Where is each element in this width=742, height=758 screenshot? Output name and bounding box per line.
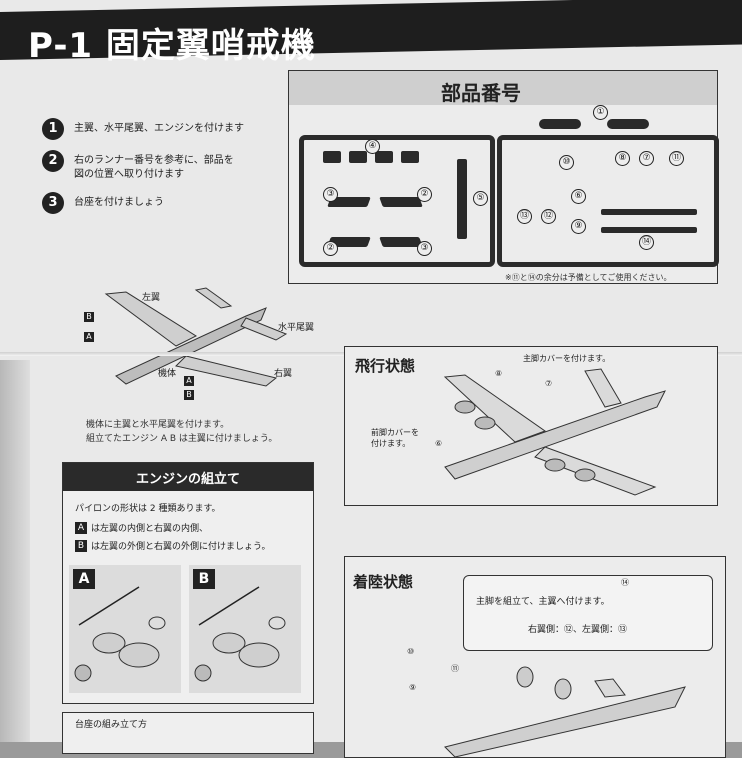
part-piece	[375, 151, 393, 163]
engine-line-b-text: は左翼の外側と右翼の外側に付けましょう。	[91, 542, 271, 552]
engine-line-b: B は左翼の外側と右翼の外側に付けましょう。	[75, 539, 270, 552]
part-label-2: ②	[417, 187, 432, 202]
part-label-14: ⑭	[639, 235, 654, 250]
engine-intro: パイロンの形状は 2 種類あります。	[75, 504, 221, 514]
step-3: 3 台座を付けましょう	[42, 192, 292, 214]
num-11: ⑪	[451, 664, 459, 673]
part-piece	[457, 159, 467, 239]
nose-gear-cover-note: 前脚カバーを 付けます。	[371, 428, 419, 448]
part-piece	[323, 151, 341, 163]
parts-title: 部品番号	[441, 81, 521, 105]
num-7: ⑦	[545, 379, 553, 388]
tag-b-right: B	[184, 390, 194, 400]
part-piece	[539, 119, 581, 129]
part-label-3: ③	[323, 187, 338, 202]
plane-assembly-diagram	[104, 287, 288, 387]
runner-left-frame	[299, 135, 495, 267]
part-label-10: ⑩	[559, 155, 574, 170]
runner-right-frame	[497, 135, 719, 267]
flight-plane-diagram	[443, 368, 666, 496]
tag-b: B	[75, 539, 87, 552]
label-right-wing: 右翼	[274, 369, 293, 379]
engine-line-a: A は左翼の内側と右翼の内側、	[75, 521, 208, 534]
parts-header	[289, 71, 717, 105]
num-6: ⑥	[435, 439, 443, 448]
callout-sides: 右翼側：⑫、左翼側：⑬	[528, 625, 628, 635]
panel-tag-b: B	[193, 569, 215, 589]
callout-text: 主脚を組立て、主翼へ付けます。	[476, 597, 610, 607]
tag-b: B	[84, 312, 94, 322]
parts-number-box: 部品番号 ④ ③ ② ② ③ ⑤ ① ⑩ ⑧ ⑦ ⑪ ⑥ ⑬ ⑫ ⑨ ⑭	[288, 70, 719, 284]
assembly-note: 機体に主翼と水平尾翼を付けます。 組立てたエンジン A B は主翼に付けましょう…	[86, 420, 278, 444]
landing-plane-diagram	[444, 666, 686, 757]
step-text: 台座を付けましょう	[74, 197, 164, 208]
label-left-wing: 左翼	[142, 293, 161, 303]
part-label-7: ⑦	[639, 151, 654, 166]
engine-diagram-b	[194, 586, 286, 682]
num-9: ⑨	[409, 683, 417, 692]
part-piece	[379, 237, 423, 247]
part-piece	[401, 151, 419, 163]
part-piece	[601, 209, 697, 215]
part-label-3b: ③	[417, 241, 432, 256]
part-label-13: ⑬	[517, 209, 532, 224]
page-title: P-1 固定翼哨戒機	[28, 26, 316, 66]
steps-list: 1 主翼、水平尾翼、エンジンを付けます 2 右のランナー番号を参考に、部品を 図…	[42, 118, 292, 224]
flight-title: 飛行状態	[355, 357, 416, 375]
tag-a: A	[75, 521, 87, 534]
step-number: 2	[42, 150, 64, 172]
part-label-12: ⑫	[541, 209, 556, 224]
tag-a-right: A	[184, 376, 194, 386]
part-label-11: ⑪	[669, 151, 684, 166]
part-label-5: ⑤	[473, 191, 488, 206]
part-label-9: ⑨	[571, 219, 586, 234]
flight-state-box: 飛行状態 主脚カバーを付けます。 前脚カバーを 付けます。 ⑧ ⑦ ⑥	[344, 346, 718, 506]
engine-panel-b: B	[189, 565, 301, 693]
engine-panel-a: A	[69, 565, 181, 693]
engine-line-a-text: は左翼の内側と右翼の内側、	[91, 524, 209, 534]
main-gear-cover-note: 主脚カバーを付けます。	[523, 354, 611, 363]
parts-note: ※⑪と⑭の余分は予備としてご使用ください。	[505, 273, 672, 282]
part-label-4: ④	[365, 139, 380, 154]
landing-callout: 主脚を組立て、主翼へ付けます。 右翼側：⑫、左翼側：⑬	[463, 575, 713, 651]
engine-diagram-a	[74, 586, 166, 682]
engine-assembly-box: エンジンの組立て パイロンの形状は 2 種類あります。 A は左翼の内側と右翼の…	[62, 462, 314, 704]
num-8: ⑧	[495, 369, 503, 378]
part-label-1: ①	[593, 105, 608, 120]
base-assembly-box: 台座の組み立て方	[62, 712, 314, 754]
part-piece	[601, 227, 697, 233]
step-text: 右のランナー番号を参考に、部品を 図の位置へ取り付けます	[74, 155, 234, 180]
engine-header	[63, 463, 313, 491]
num-10: ⑩	[407, 647, 415, 656]
part-piece	[379, 197, 423, 207]
tag-a: A	[84, 332, 94, 342]
part-label-2b: ②	[323, 241, 338, 256]
step-2: 2 右のランナー番号を参考に、部品を 図の位置へ取り付けます	[42, 150, 292, 182]
base-title: 台座の組み立て方	[75, 720, 148, 730]
label-horizontal-tail: 水平尾翼	[278, 323, 315, 333]
step-number: 3	[42, 192, 64, 214]
engine-title: エンジンの組立て	[135, 472, 240, 487]
panel-tag-a: A	[73, 569, 95, 589]
part-label-8: ⑧	[615, 151, 630, 166]
step-1: 1 主翼、水平尾翼、エンジンを付けます	[42, 118, 292, 140]
part-piece	[349, 151, 367, 163]
part-piece	[607, 119, 649, 129]
label-fuselage: 機体	[158, 369, 177, 379]
step-number: 1	[42, 118, 64, 140]
landing-title: 着陸状態	[353, 573, 414, 591]
plastic-bag-edge	[0, 360, 30, 742]
step-text: 主翼、水平尾翼、エンジンを付けます	[74, 123, 244, 134]
landing-state-box: 着陸状態 主脚を組立て、主翼へ付けます。 右翼側：⑫、左翼側：⑬ ⑭ ⑩ ⑪ ⑨	[344, 556, 726, 758]
part-label-6: ⑥	[571, 189, 586, 204]
num-14: ⑭	[621, 578, 629, 587]
